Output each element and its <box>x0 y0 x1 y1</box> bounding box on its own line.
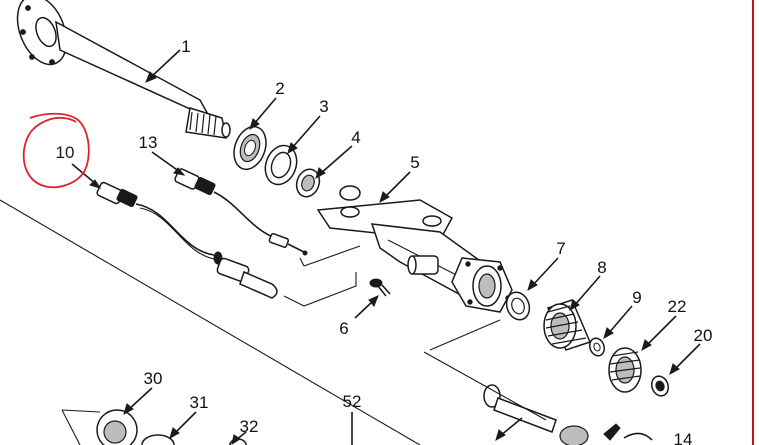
callout-32: 32 <box>240 417 259 436</box>
leader-lines <box>0 49 701 445</box>
part-seal[interactable] <box>228 122 271 174</box>
callout-20: 20 <box>694 326 713 345</box>
part-ring[interactable] <box>260 141 302 189</box>
part-clip-14[interactable] <box>603 423 653 441</box>
callout-13: 13 <box>139 133 158 152</box>
callout-3: 3 <box>319 97 328 116</box>
callout-14: 14 <box>674 430 693 445</box>
callout-10: 10 <box>56 143 75 162</box>
part-gear-31[interactable] <box>141 434 175 445</box>
part-pin-52[interactable] <box>483 384 589 445</box>
highlight-circle <box>22 112 90 189</box>
callout-22: 22 <box>668 297 687 316</box>
part-small-ring[interactable] <box>587 336 606 358</box>
callout-7: 7 <box>556 239 565 258</box>
part-snap-ring[interactable] <box>503 289 533 323</box>
part-axle-shaft[interactable] <box>8 0 231 139</box>
part-roller-bearing[interactable] <box>543 299 592 351</box>
part-flange-30[interactable] <box>96 409 138 445</box>
callout-5: 5 <box>410 153 419 172</box>
callout-1: 1 <box>181 37 190 56</box>
callout-9: 9 <box>632 288 641 307</box>
callout-2: 2 <box>275 79 284 98</box>
part-speed-sensor[interactable] <box>96 181 278 299</box>
part-axle-housing[interactable] <box>316 185 513 313</box>
callout-8: 8 <box>597 258 606 277</box>
callout-labels: 1 2 3 4 5 6 7 8 9 10 13 14 20 22 30 31 3… <box>56 37 713 445</box>
callout-52: 52 <box>343 392 362 411</box>
part-gear-bearing[interactable] <box>608 347 642 393</box>
part-washer[interactable] <box>649 374 671 398</box>
callout-4: 4 <box>351 128 360 147</box>
part-bearing[interactable] <box>293 166 323 200</box>
callout-6: 6 <box>339 319 348 338</box>
callout-31: 31 <box>190 393 209 412</box>
part-bolt[interactable] <box>369 278 391 297</box>
callout-30: 30 <box>144 369 163 388</box>
